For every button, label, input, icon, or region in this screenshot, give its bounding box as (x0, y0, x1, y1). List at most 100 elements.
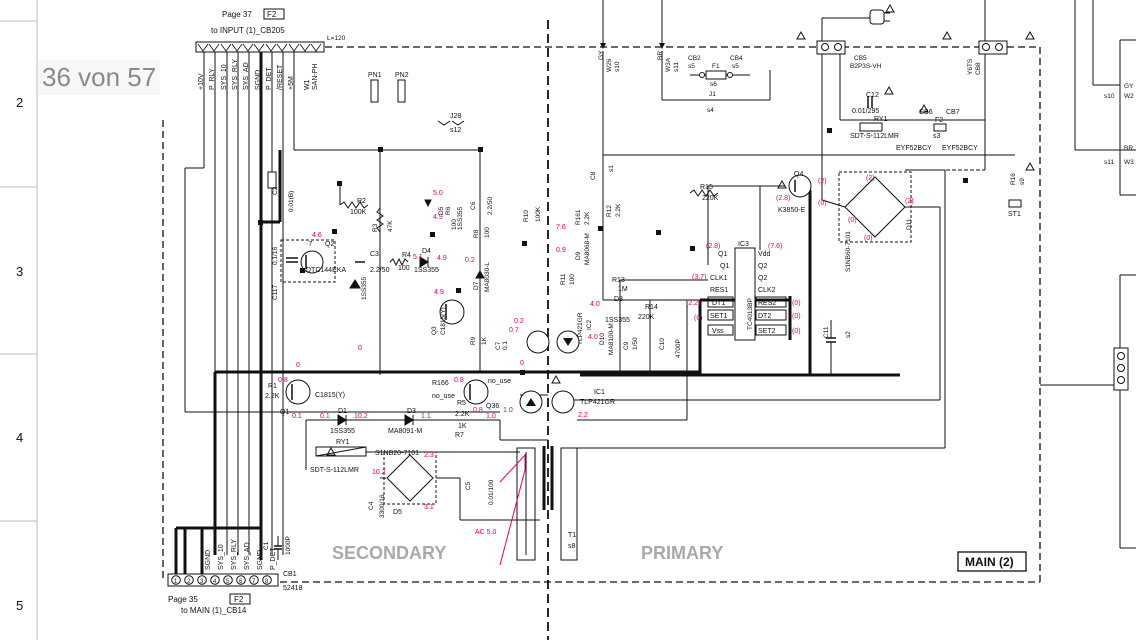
voltage: 0.8 (278, 377, 288, 384)
d5-type: 1SS355 (457, 206, 464, 230)
cb1-type: 52418 (283, 585, 303, 592)
voltage: 5.0 (433, 190, 443, 197)
j28-symbol (437, 120, 465, 126)
r14-label: R14 (645, 304, 658, 311)
c2-label: C2 (272, 186, 279, 195)
r14-value: 220K (638, 314, 655, 321)
d10-label: D10 (599, 333, 606, 345)
resistor-r2 (339, 201, 369, 209)
d7-label: D7 (473, 281, 480, 290)
voltage: 4.9 (433, 214, 443, 221)
d8-type: 1SS355 (605, 317, 630, 324)
w3a-s11: s11 (673, 62, 680, 72)
ic1-label: IC1 (594, 389, 605, 396)
w1-type: SAN-PH (312, 64, 319, 90)
j1-s4: s4 (707, 107, 714, 114)
cb4-s5: s5 (732, 63, 739, 70)
eyf1-label: EYF52BCY (896, 145, 932, 152)
top-connector (195, 8, 325, 53)
voltage: 0.9 (556, 247, 566, 254)
r8-label: R8 (473, 229, 480, 238)
voltage: 1.0 (486, 413, 496, 420)
r15-label: R15 (700, 184, 713, 191)
voltage: (2.8) (776, 195, 790, 202)
bridge-wires (366, 451, 540, 521)
w3a-label: W3A (665, 57, 672, 72)
voltage: 0.1 (292, 413, 302, 420)
primary-top-wires (602, 0, 1015, 160)
d7-type: MA8030-L (484, 262, 491, 292)
pn2-label: PN2 (395, 72, 409, 79)
ry1b-type: SDT-S-112LMR (850, 133, 899, 140)
section-secondary: SECONDARY (332, 543, 446, 563)
cb6-label: CB6 (919, 109, 933, 116)
voltage: (3.7) (692, 274, 706, 281)
r9-label: R9 (470, 336, 477, 345)
ic3-pin-set2: SET2 (758, 328, 776, 335)
ground-bus (174, 52, 900, 578)
ic3-pin-q2: Q2 (758, 263, 767, 270)
ruler-label-2: 2 (16, 95, 23, 110)
t1-s8: s8 (568, 543, 576, 550)
cb5-label: CB5 (854, 55, 867, 62)
c7-label: C7 (495, 341, 502, 350)
q36-label: Q36 (486, 403, 499, 410)
w26-s10: s10 (614, 61, 621, 72)
c10-label: C10 (659, 338, 666, 350)
ic3-pin-clk2: CLK2 (758, 287, 776, 294)
gy-label: GY (598, 50, 605, 60)
r3-value: 47K (387, 220, 394, 232)
pin-number: 3 (200, 579, 204, 585)
voltage: (2) (818, 178, 827, 185)
pin-number: 5 (226, 579, 230, 585)
voltage: 0 (358, 345, 362, 352)
c2-value: 0.01(B) (288, 191, 295, 212)
ic3-body (734, 247, 756, 341)
diode-d7 (475, 269, 485, 279)
right-w3: W3 (1124, 159, 1134, 166)
board-outline (162, 20, 1041, 640)
voltage: (2.2) (686, 300, 700, 307)
r7-value: 1K (458, 423, 467, 430)
voltage: 0.8 (454, 377, 464, 384)
bottom-pin-labels: SGND SYS_10 SYS_RLY SYS_AD SGND P_DET (205, 539, 277, 570)
c5-label: C5 (465, 481, 472, 490)
j1-label: J1 (709, 91, 716, 98)
c12-value: 0.01/295 (852, 108, 879, 115)
r161-label: R161 (575, 209, 582, 225)
r9-value: 1K (481, 336, 488, 345)
voltage: 4.0 (590, 301, 600, 308)
transistor-q1 (285, 379, 311, 405)
r16-s9: s9 (1019, 178, 1026, 185)
cb4-label: CB4 (730, 55, 743, 62)
pin-label: SYS_RLY (231, 539, 238, 570)
capacitor-c12 (867, 96, 873, 108)
r166-label: R166 (432, 380, 449, 387)
top-page-box: F2 (267, 10, 277, 19)
right-s11: s11 (1104, 159, 1114, 166)
section-primary: PRIMARY (641, 543, 723, 563)
voltage: 1.1 (421, 413, 431, 420)
ruler-label-5: 5 (16, 598, 23, 613)
ic1-type: TLP421GR (580, 399, 615, 406)
cb2-terminal (699, 72, 705, 78)
ic3-pin-boxes (707, 296, 787, 336)
cb2-s5: s5 (688, 63, 695, 70)
ic3-pin-vss: Vss (712, 328, 724, 335)
bridge-rectifier-d5 (386, 454, 434, 502)
pin-number: 2 (187, 579, 191, 585)
q7-label: ·7 (306, 241, 312, 248)
pin-label: SYS_10 (218, 544, 225, 570)
d5b-type: S1NB20-7101 (375, 450, 419, 457)
r16-label: R16 (1010, 173, 1017, 185)
voltage: 2.2 (578, 412, 588, 419)
w1-label: W1 (304, 79, 311, 90)
r6-label: R6 (445, 206, 452, 215)
w26-label: W26 (606, 58, 613, 72)
ic3-pin-q1b: Q1 (720, 263, 729, 270)
j28-label: J28 (450, 113, 461, 120)
primary-bridge-wires (565, 155, 986, 449)
voltage: (0) (792, 328, 801, 335)
voltage: 10.2 (354, 413, 368, 420)
